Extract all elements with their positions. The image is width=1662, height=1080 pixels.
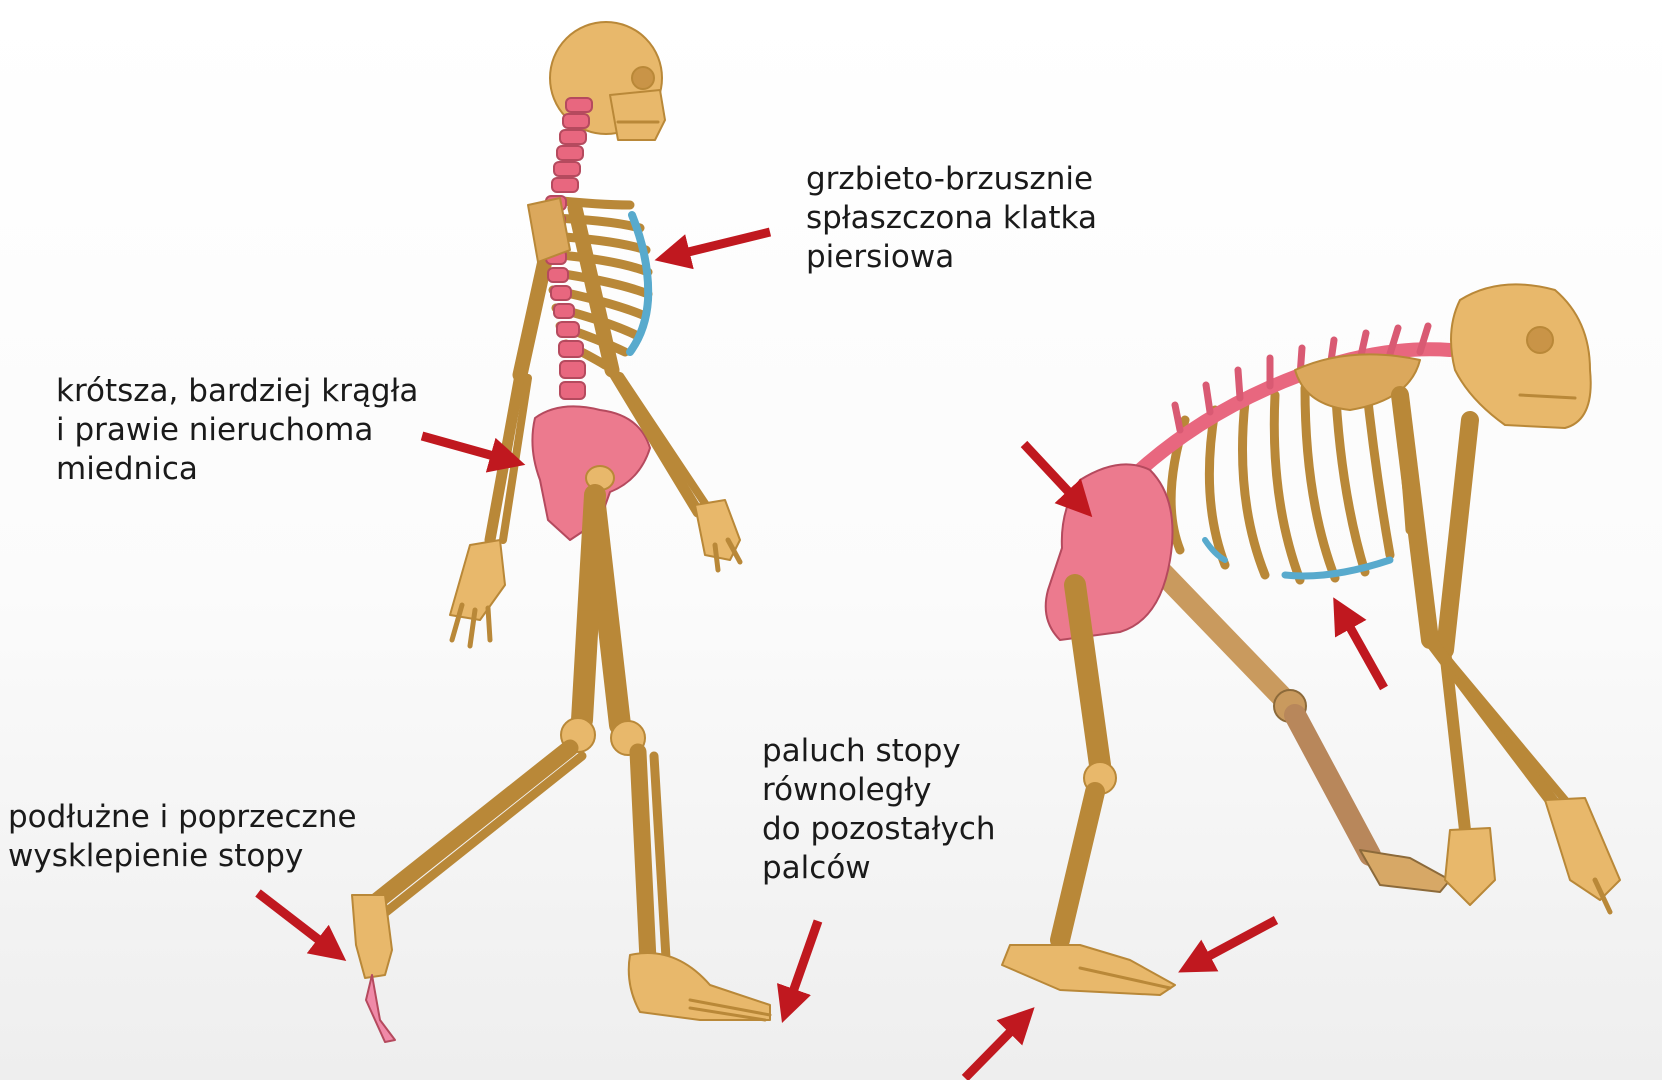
chest-annotation: grzbieto-brzusznie spłaszczona klatka pi… <box>806 160 1097 277</box>
arrow-to-gorilla-pelvis <box>1024 444 1080 504</box>
pelvis-annotation-line-1: krótsza, bardziej krągła <box>56 372 418 411</box>
arrow-to-human-big-toe <box>788 921 818 1006</box>
gorilla-skull <box>1451 284 1591 428</box>
big-toe-annotation-line-4: palców <box>762 849 996 888</box>
arrow-to-human-pelvis <box>422 436 508 460</box>
foot-arch-annotation-line-1: podłużne i poprzeczne <box>8 798 357 837</box>
human-back-leg <box>595 505 770 1020</box>
foot-arch-annotation-line-2: wysklepienie stopy <box>8 837 357 876</box>
foot-arch-annotation: podłużne i poprzeczne wysklepienie stopy <box>8 798 357 876</box>
annotation-arrows <box>258 232 1384 1078</box>
big-toe-annotation: paluch stopy równoległy do pozostałych p… <box>762 732 996 888</box>
human-skeleton <box>352 22 770 1042</box>
pelvis-annotation-line-2: i prawie nieruchoma <box>56 411 418 450</box>
arrow-to-human-foot-arch <box>258 893 332 950</box>
gorilla-front-arm <box>1400 395 1620 912</box>
gorilla-back-leg <box>1150 560 1450 892</box>
gorilla-front-leg <box>1002 585 1175 995</box>
pelvis-annotation-line-3: miednica <box>56 450 418 489</box>
arrow-to-gorilla-foot <box>965 1020 1022 1078</box>
gorilla-skeleton <box>1002 284 1620 995</box>
human-cervical-spine <box>552 98 592 192</box>
chest-annotation-line-2: spłaszczona klatka <box>806 199 1097 238</box>
chest-annotation-line-3: piersiowa <box>806 238 1097 277</box>
chest-annotation-line-1: grzbieto-brzusznie <box>806 160 1097 199</box>
big-toe-annotation-line-3: do pozostałych <box>762 810 996 849</box>
pelvis-annotation: krótsza, bardziej krągła i prawie nieruc… <box>56 372 418 489</box>
big-toe-annotation-line-1: paluch stopy <box>762 732 996 771</box>
arrow-to-human-chest <box>672 232 770 256</box>
arrow-to-gorilla-foot-toe <box>1194 920 1276 964</box>
big-toe-annotation-line-2: równoległy <box>762 771 996 810</box>
arrow-to-gorilla-ribcage <box>1342 613 1384 688</box>
